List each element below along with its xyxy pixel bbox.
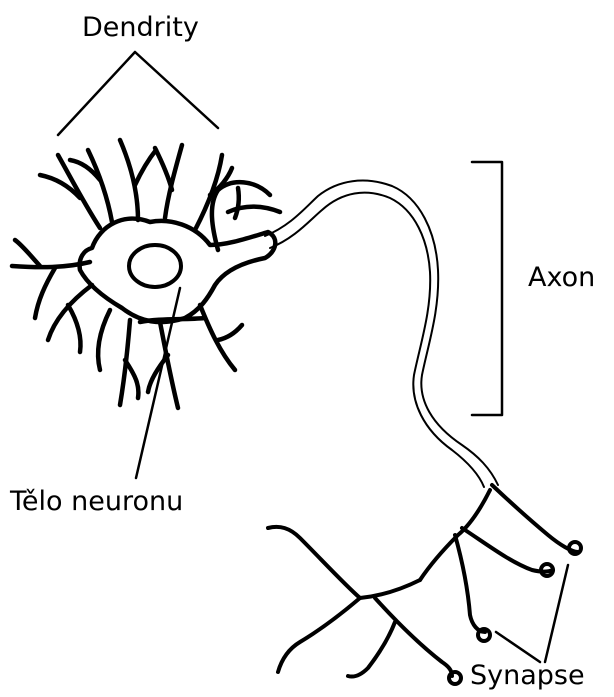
label-cell-body: Tělo neuronu — [10, 488, 183, 515]
axon-terminals — [268, 485, 581, 684]
axon-bracket — [472, 162, 502, 415]
synapse-pointer-1 — [545, 565, 568, 662]
cell-body — [80, 219, 276, 322]
axon — [265, 181, 498, 487]
synapse-pointer-2 — [496, 632, 540, 662]
label-synapse: Synapse — [470, 662, 585, 689]
label-axon: Axon — [528, 264, 595, 291]
label-dendrites: Dendrity — [82, 14, 199, 41]
dendrites-pointer — [58, 52, 218, 135]
label-lines — [58, 52, 568, 662]
nucleus — [129, 245, 181, 287]
dendrites — [12, 140, 280, 408]
